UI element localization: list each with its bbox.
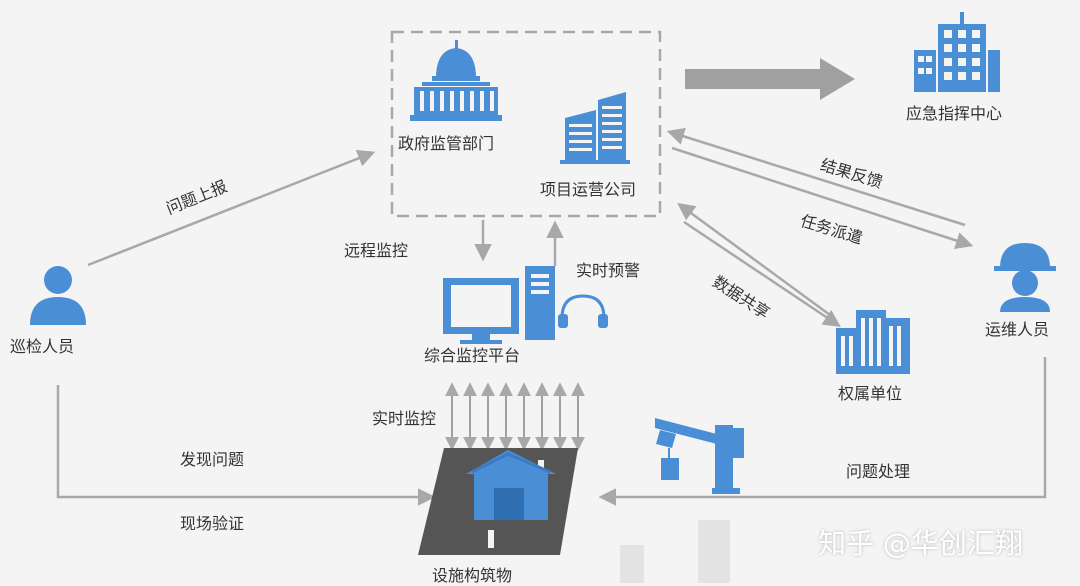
discover-edge-label: 发现问题	[180, 450, 245, 469]
gov-dept-label: 政府监管部门	[398, 134, 495, 153]
inspector-person-icon	[30, 266, 86, 325]
inspector-label: 巡检人员	[10, 337, 75, 356]
handle-edge-label: 问题处理	[846, 462, 911, 481]
background-buildings-decor	[620, 520, 730, 583]
maintainer-worker-icon	[994, 243, 1056, 312]
owner-unit-buildings-icon	[836, 310, 910, 374]
management-group-box	[390, 30, 662, 218]
capitol-building-icon	[410, 40, 502, 121]
office-building-icon	[560, 92, 630, 164]
verify-edge-label: 现场验证	[180, 514, 245, 533]
remote-monitor-edge-label: 远程监控	[344, 241, 409, 260]
realtime-monitor-edge-label: 实时监控	[372, 409, 437, 428]
report-arrow	[87, 149, 376, 267]
feedback-arrow	[666, 127, 966, 227]
headset-icon	[558, 294, 608, 328]
escalate-arrow	[685, 58, 855, 100]
emergency-building-icon	[914, 12, 1000, 92]
owner-unit-label: 权属单位	[838, 384, 903, 403]
inspection-path-arrow	[56, 385, 436, 506]
data-share-arrow-up	[677, 202, 831, 317]
data-share-arrow-down	[683, 220, 841, 327]
monitoring-computer-icon	[443, 266, 555, 344]
dispatch-arrow	[671, 146, 974, 249]
facility-warehouse-icon	[418, 448, 578, 555]
operator-label: 项目运营公司	[540, 180, 637, 199]
emergency-center-label: 应急指挥中心	[906, 104, 1003, 123]
zhihu-watermark: 知乎 @华创汇翔	[818, 527, 1023, 560]
platform-label: 综合监控平台	[424, 346, 521, 365]
maintainer-label: 运维人员	[985, 320, 1050, 339]
handle-path-arrow	[598, 357, 1047, 506]
realtime-monitor-arrows	[445, 382, 585, 451]
crane-icon	[655, 418, 744, 494]
facility-label: 设施构筑物	[432, 566, 513, 585]
realtime-alert-edge-label: 实时预警	[576, 261, 641, 280]
